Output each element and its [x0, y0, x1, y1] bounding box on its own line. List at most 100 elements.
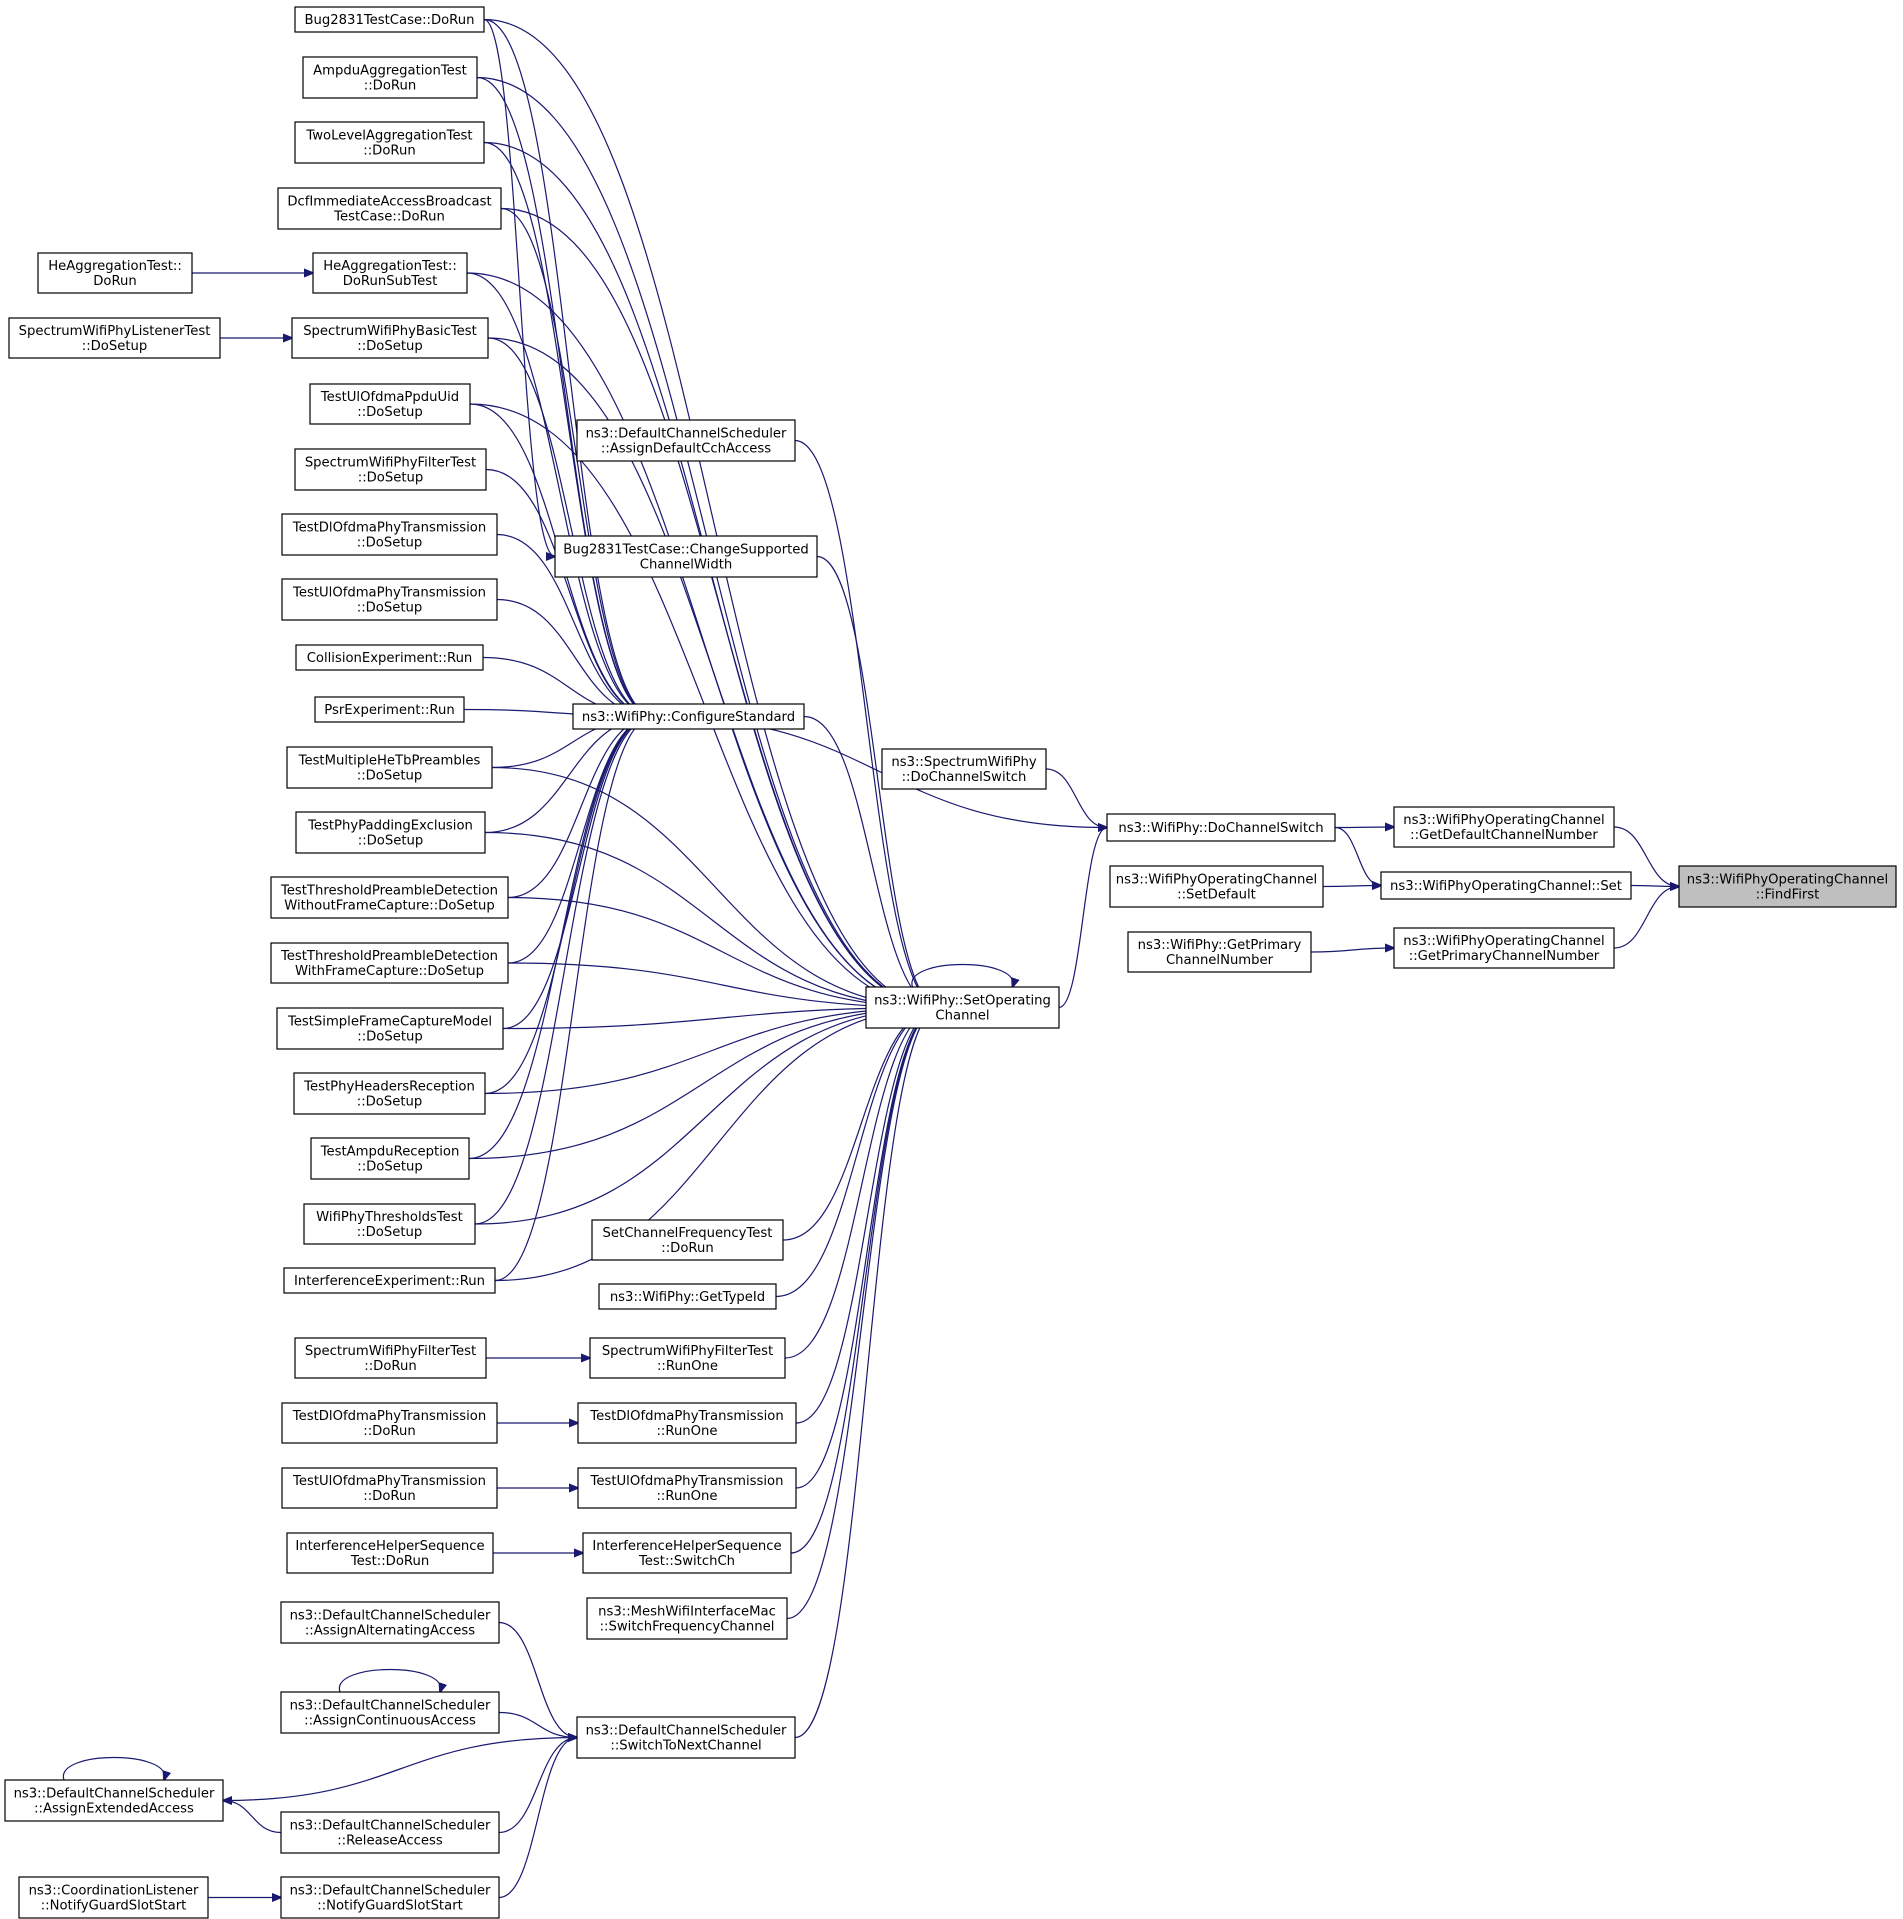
node-speclistener[interactable]: SpectrumWifiPhyListenerTest::DoSetup — [8, 317, 221, 359]
node-dcfimm[interactable]: DcfImmediateAccessBroadcastTestCase::DoR… — [277, 187, 502, 230]
node-box — [8, 317, 221, 359]
node-label-line: HeAggregationTest:: — [48, 259, 182, 274]
node-heaggsub[interactable]: HeAggregationTest::DoRunSubTest — [312, 252, 468, 294]
edge-interfexp-to-setop — [494, 1008, 939, 1282]
node-box — [281, 578, 498, 621]
node-simplecap[interactable]: TestSimpleFrameCaptureModel::DoSetup — [276, 1007, 504, 1050]
node-ampdu[interactable]: AmpduAggregationTest::DoRun — [302, 56, 478, 99]
node-assignext[interactable]: ns3::DefaultChannelScheduler::AssignExte… — [4, 1779, 224, 1822]
node-label-line: ns3::WifiPhyOperatingChannel — [1687, 873, 1888, 888]
node-box — [865, 986, 1060, 1029]
edge-headers-to-setop — [484, 1008, 939, 1095]
node-box — [576, 1716, 796, 1759]
node-meshswitch[interactable]: ns3::MeshWifiInterfaceMac::SwitchFrequen… — [586, 1597, 788, 1640]
node-box — [281, 1467, 498, 1509]
node-notifysched[interactable]: ns3::DefaultChannelScheduler::NotifyGuar… — [280, 1876, 500, 1919]
node-specfiltsetup[interactable]: SpectrumWifiPhyFilterTest::DoSetup — [294, 448, 487, 491]
node-specdochsw[interactable]: ns3::SpectrumWifiPhy::DoChannelSwitch — [881, 748, 1047, 790]
node-label-line: ns3::WifiPhyOperatingChannel — [1403, 813, 1604, 828]
edge-dochswitch-to-getdefch — [1334, 827, 1394, 828]
node-getdefch[interactable]: ns3::WifiPhyOperatingChannel::GetDefault… — [1393, 806, 1615, 848]
edge-ampdurec-to-setop — [468, 1008, 939, 1160]
node-getprimary[interactable]: ns3::WifiPhy::GetPrimaryChannelNumber — [1127, 931, 1312, 973]
node-label-line: ::DoRun — [661, 1241, 713, 1256]
node-collision[interactable]: CollisionExperiment::Run — [295, 644, 484, 671]
edge-getprimary-to-getprimch — [1310, 948, 1394, 952]
node-thresholds[interactable]: WifiPhyThresholdsTest::DoSetup — [303, 1203, 476, 1245]
node-label-line: WithFrameCapture::DoSetup — [295, 964, 484, 979]
node-label-line: ::ReleaseAccess — [337, 1834, 443, 1849]
node-changesup[interactable]: Bug2831TestCase::ChangeSupportedChannelW… — [554, 535, 818, 578]
node-label-line: ns3::WifiPhyOperatingChannel — [1403, 934, 1604, 949]
node-box — [1127, 931, 1312, 973]
node-specbasic[interactable]: SpectrumWifiPhyBasicTest::DoSetup — [291, 317, 489, 359]
node-getprimch[interactable]: ns3::WifiPhyOperatingChannel::GetPrimary… — [1393, 927, 1615, 969]
node-label-line: TestPhyHeadersReception — [303, 1080, 475, 1095]
node-label-line: WithoutFrameCapture::DoSetup — [284, 899, 495, 914]
node-confstd[interactable]: ns3::WifiPhy::ConfigureStandard — [572, 703, 805, 730]
node-label-line: ::RunOne — [656, 1489, 717, 1504]
node-label-line: SetChannelFrequencyTest — [603, 1226, 773, 1241]
node-label-line: TestDlOfdmaPhyTransmission — [589, 1409, 783, 1424]
node-threshwith[interactable]: TestThresholdPreambleDetectionWithFrameC… — [270, 942, 509, 984]
edge-specbasic-to-setop — [487, 337, 939, 1008]
node-label-line: ::DoRun — [363, 1489, 415, 1504]
node-box — [881, 748, 1047, 790]
edge-gettypeid-to-setop — [775, 1008, 939, 1298]
node-dochswitch[interactable]: ns3::WifiPhy::DoChannelSwitch — [1106, 813, 1336, 842]
node-ulsetup[interactable]: TestUlOfdmaPhyTransmission::DoSetup — [281, 578, 498, 621]
node-setdefault[interactable]: ns3::WifiPhyOperatingChannel::SetDefault — [1109, 865, 1324, 908]
node-ulrunone[interactable]: TestUlOfdmaPhyTransmission::RunOne — [577, 1467, 797, 1509]
edge-setdefault-to-set — [1322, 886, 1381, 887]
node-padding[interactable]: TestPhyPaddingExclusion::DoSetup — [295, 811, 486, 854]
node-findfirst[interactable]: ns3::WifiPhyOperatingChannel::FindFirst — [1678, 865, 1897, 908]
node-label-line: ::DoSetup — [82, 339, 148, 354]
nodes-layer: ns3::WifiPhyOperatingChannel::FindFirstn… — [4, 6, 1897, 1919]
node-ulppdu[interactable]: TestUlOfdmaPpduUid::DoSetup — [309, 383, 471, 425]
node-label-line: TestUlOfdmaPhyTransmission — [292, 586, 486, 601]
node-bugdorun[interactable]: Bug2831TestCase::DoRun — [294, 6, 485, 33]
node-specfiltdorun[interactable]: SpectrumWifiPhyFilterTest::DoRun — [294, 1337, 487, 1379]
node-heagg[interactable]: HeAggregationTest::DoRun — [37, 252, 193, 294]
node-dlrunone[interactable]: TestDlOfdmaPhyTransmission::RunOne — [577, 1402, 797, 1444]
node-label-line: ::GetDefaultChannelNumber — [1410, 828, 1598, 843]
node-psr[interactable]: PsrExperiment::Run — [314, 696, 465, 723]
edge-threshwithout-to-confstd — [507, 717, 654, 899]
node-label-line: ::AssignExtendedAccess — [34, 1802, 194, 1817]
node-dldorun[interactable]: TestDlOfdmaPhyTransmission::DoRun — [281, 1402, 498, 1444]
node-assignalt[interactable]: ns3::DefaultChannelScheduler::AssignAlte… — [280, 1601, 500, 1644]
node-assigncch[interactable]: ns3::DefaultChannelScheduler::AssignDefa… — [576, 419, 796, 462]
node-coordnotify[interactable]: ns3::CoordinationListener::NotifyGuardSl… — [18, 1876, 209, 1919]
node-gettypeid[interactable]: ns3::WifiPhy::GetTypeId — [598, 1283, 777, 1310]
node-headers[interactable]: TestPhyHeadersReception::DoSetup — [293, 1072, 486, 1115]
node-switchnext[interactable]: ns3::DefaultChannelScheduler::SwitchToNe… — [576, 1716, 796, 1759]
node-label-line: ::RunOne — [657, 1359, 718, 1374]
node-label-line: TestThresholdPreambleDetection — [280, 884, 498, 899]
node-box — [293, 1072, 486, 1115]
edge-dcfimm-to-confstd — [500, 207, 654, 717]
node-label-line: SpectrumWifiPhyBasicTest — [303, 324, 477, 339]
node-interfexp[interactable]: InterferenceExperiment::Run — [283, 1267, 496, 1294]
node-twolevel[interactable]: TwoLevelAggregationTest::DoRun — [294, 121, 485, 164]
node-label-line: ::AssignDefaultCchAccess — [601, 442, 771, 457]
node-box — [281, 513, 498, 556]
node-label-line: ::GetPrimaryChannelNumber — [1409, 949, 1600, 964]
node-label-line: DcfImmediateAccessBroadcast — [287, 195, 491, 210]
edge-getprimch-to-findfirst — [1613, 887, 1679, 949]
node-assigncont[interactable]: ns3::DefaultChannelScheduler::AssignCont… — [280, 1691, 500, 1734]
node-set[interactable]: ns3::WifiPhyOperatingChannel::Set — [1380, 871, 1632, 900]
node-ampdurec[interactable]: TestAmpduReception::DoSetup — [310, 1137, 470, 1180]
node-label-line: ::NotifyGuardSlotStart — [317, 1899, 463, 1914]
node-label-line: ns3::SpectrumWifiPhy — [891, 755, 1036, 770]
node-specfiltrunone[interactable]: SpectrumWifiPhyFilterTest::RunOne — [589, 1337, 786, 1379]
node-threshwithout[interactable]: TestThresholdPreambleDetectionWithoutFra… — [270, 876, 509, 919]
node-setchfreq[interactable]: SetChannelFrequencyTest::DoRun — [591, 1219, 784, 1261]
node-multihe[interactable]: TestMultipleHeTbPreambles::DoSetup — [286, 746, 493, 789]
node-uldorun[interactable]: TestUlOfdmaPhyTransmission::DoRun — [281, 1467, 498, 1509]
node-dlsetup[interactable]: TestDlOfdmaPhyTransmission::DoSetup — [281, 513, 498, 556]
node-release[interactable]: ns3::DefaultChannelScheduler::ReleaseAcc… — [280, 1811, 500, 1854]
